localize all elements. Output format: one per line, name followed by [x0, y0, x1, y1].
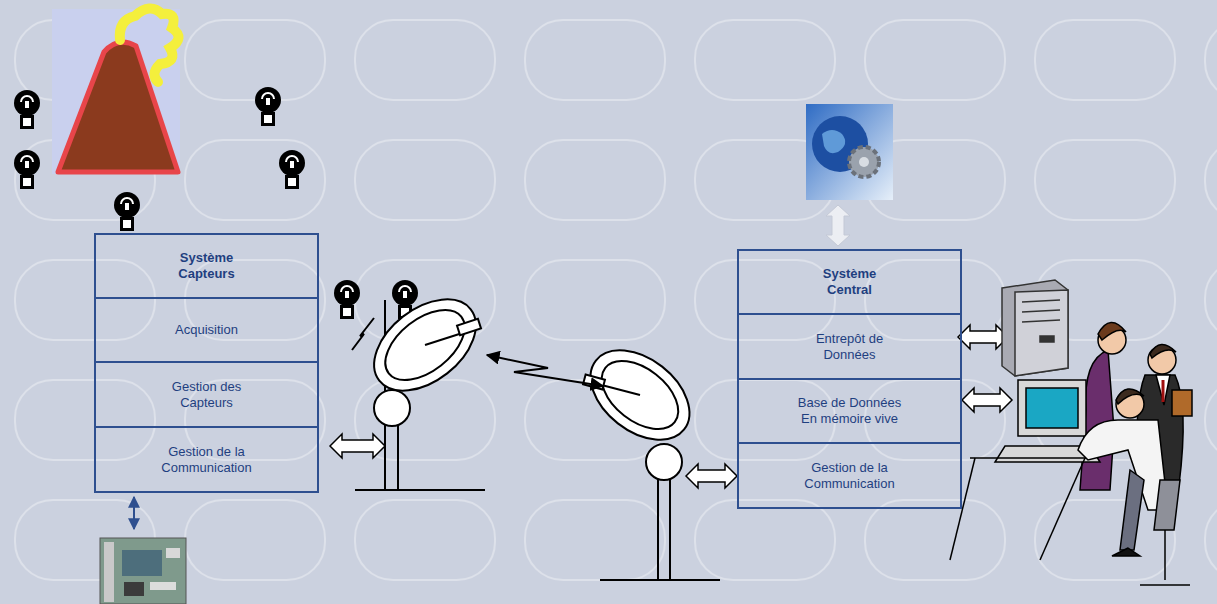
module-box: Acquisition [96, 297, 317, 361]
box-heading-area: Système Capteurs [96, 235, 317, 297]
server-tower [1002, 280, 1068, 376]
system-box: Système CapteursAcquisitionGestion des C… [94, 233, 319, 493]
satellite-dish [574, 332, 720, 580]
satellite-dish [355, 281, 493, 490]
sensor-symbol [14, 150, 40, 189]
system-box: Système CentralEntrepôt de DonnéesBase d… [737, 249, 962, 509]
module-box: Gestion des Capteurs [96, 361, 317, 426]
sensor-symbol [334, 280, 360, 319]
box-title: Système Capteurs [159, 250, 254, 282]
box-title: Système Central [802, 266, 897, 298]
box-heading-area: Système Central [739, 251, 960, 313]
radio-bolt [352, 318, 374, 350]
double-arrow [133, 497, 135, 529]
people-at-computer [950, 322, 1192, 585]
sensor-icons [14, 87, 418, 319]
sensor-symbol [14, 90, 40, 129]
double-arrow [958, 325, 1008, 349]
module-box: Entrepôt de Données [739, 313, 960, 378]
double-arrow [686, 464, 737, 488]
volcano-picture [52, 8, 180, 174]
double-arrows [330, 325, 1012, 488]
module-box: Base de Données En mémoire vive [739, 378, 960, 442]
box-label: Base de Données En mémoire vive [794, 395, 906, 427]
module-box: Gestion de la Communication [96, 426, 317, 491]
box-label: Entrepôt de Données [802, 331, 897, 363]
double-arrow [330, 434, 385, 458]
double-arrow [826, 205, 850, 246]
double-arrow [962, 388, 1012, 412]
circuit-board [100, 538, 186, 604]
radio-link [487, 355, 603, 386]
box-label: Gestion des Capteurs [159, 379, 254, 411]
box-label: Acquisition [175, 322, 238, 338]
module-box: Gestion de la Communication [739, 442, 960, 507]
sensor-symbol [114, 192, 140, 231]
sensor-symbol [255, 87, 281, 126]
box-label: Gestion de la Communication [159, 444, 254, 476]
box-label: Gestion de la Communication [802, 460, 897, 492]
globe-icon [806, 104, 893, 200]
sensor-symbol [279, 150, 305, 189]
